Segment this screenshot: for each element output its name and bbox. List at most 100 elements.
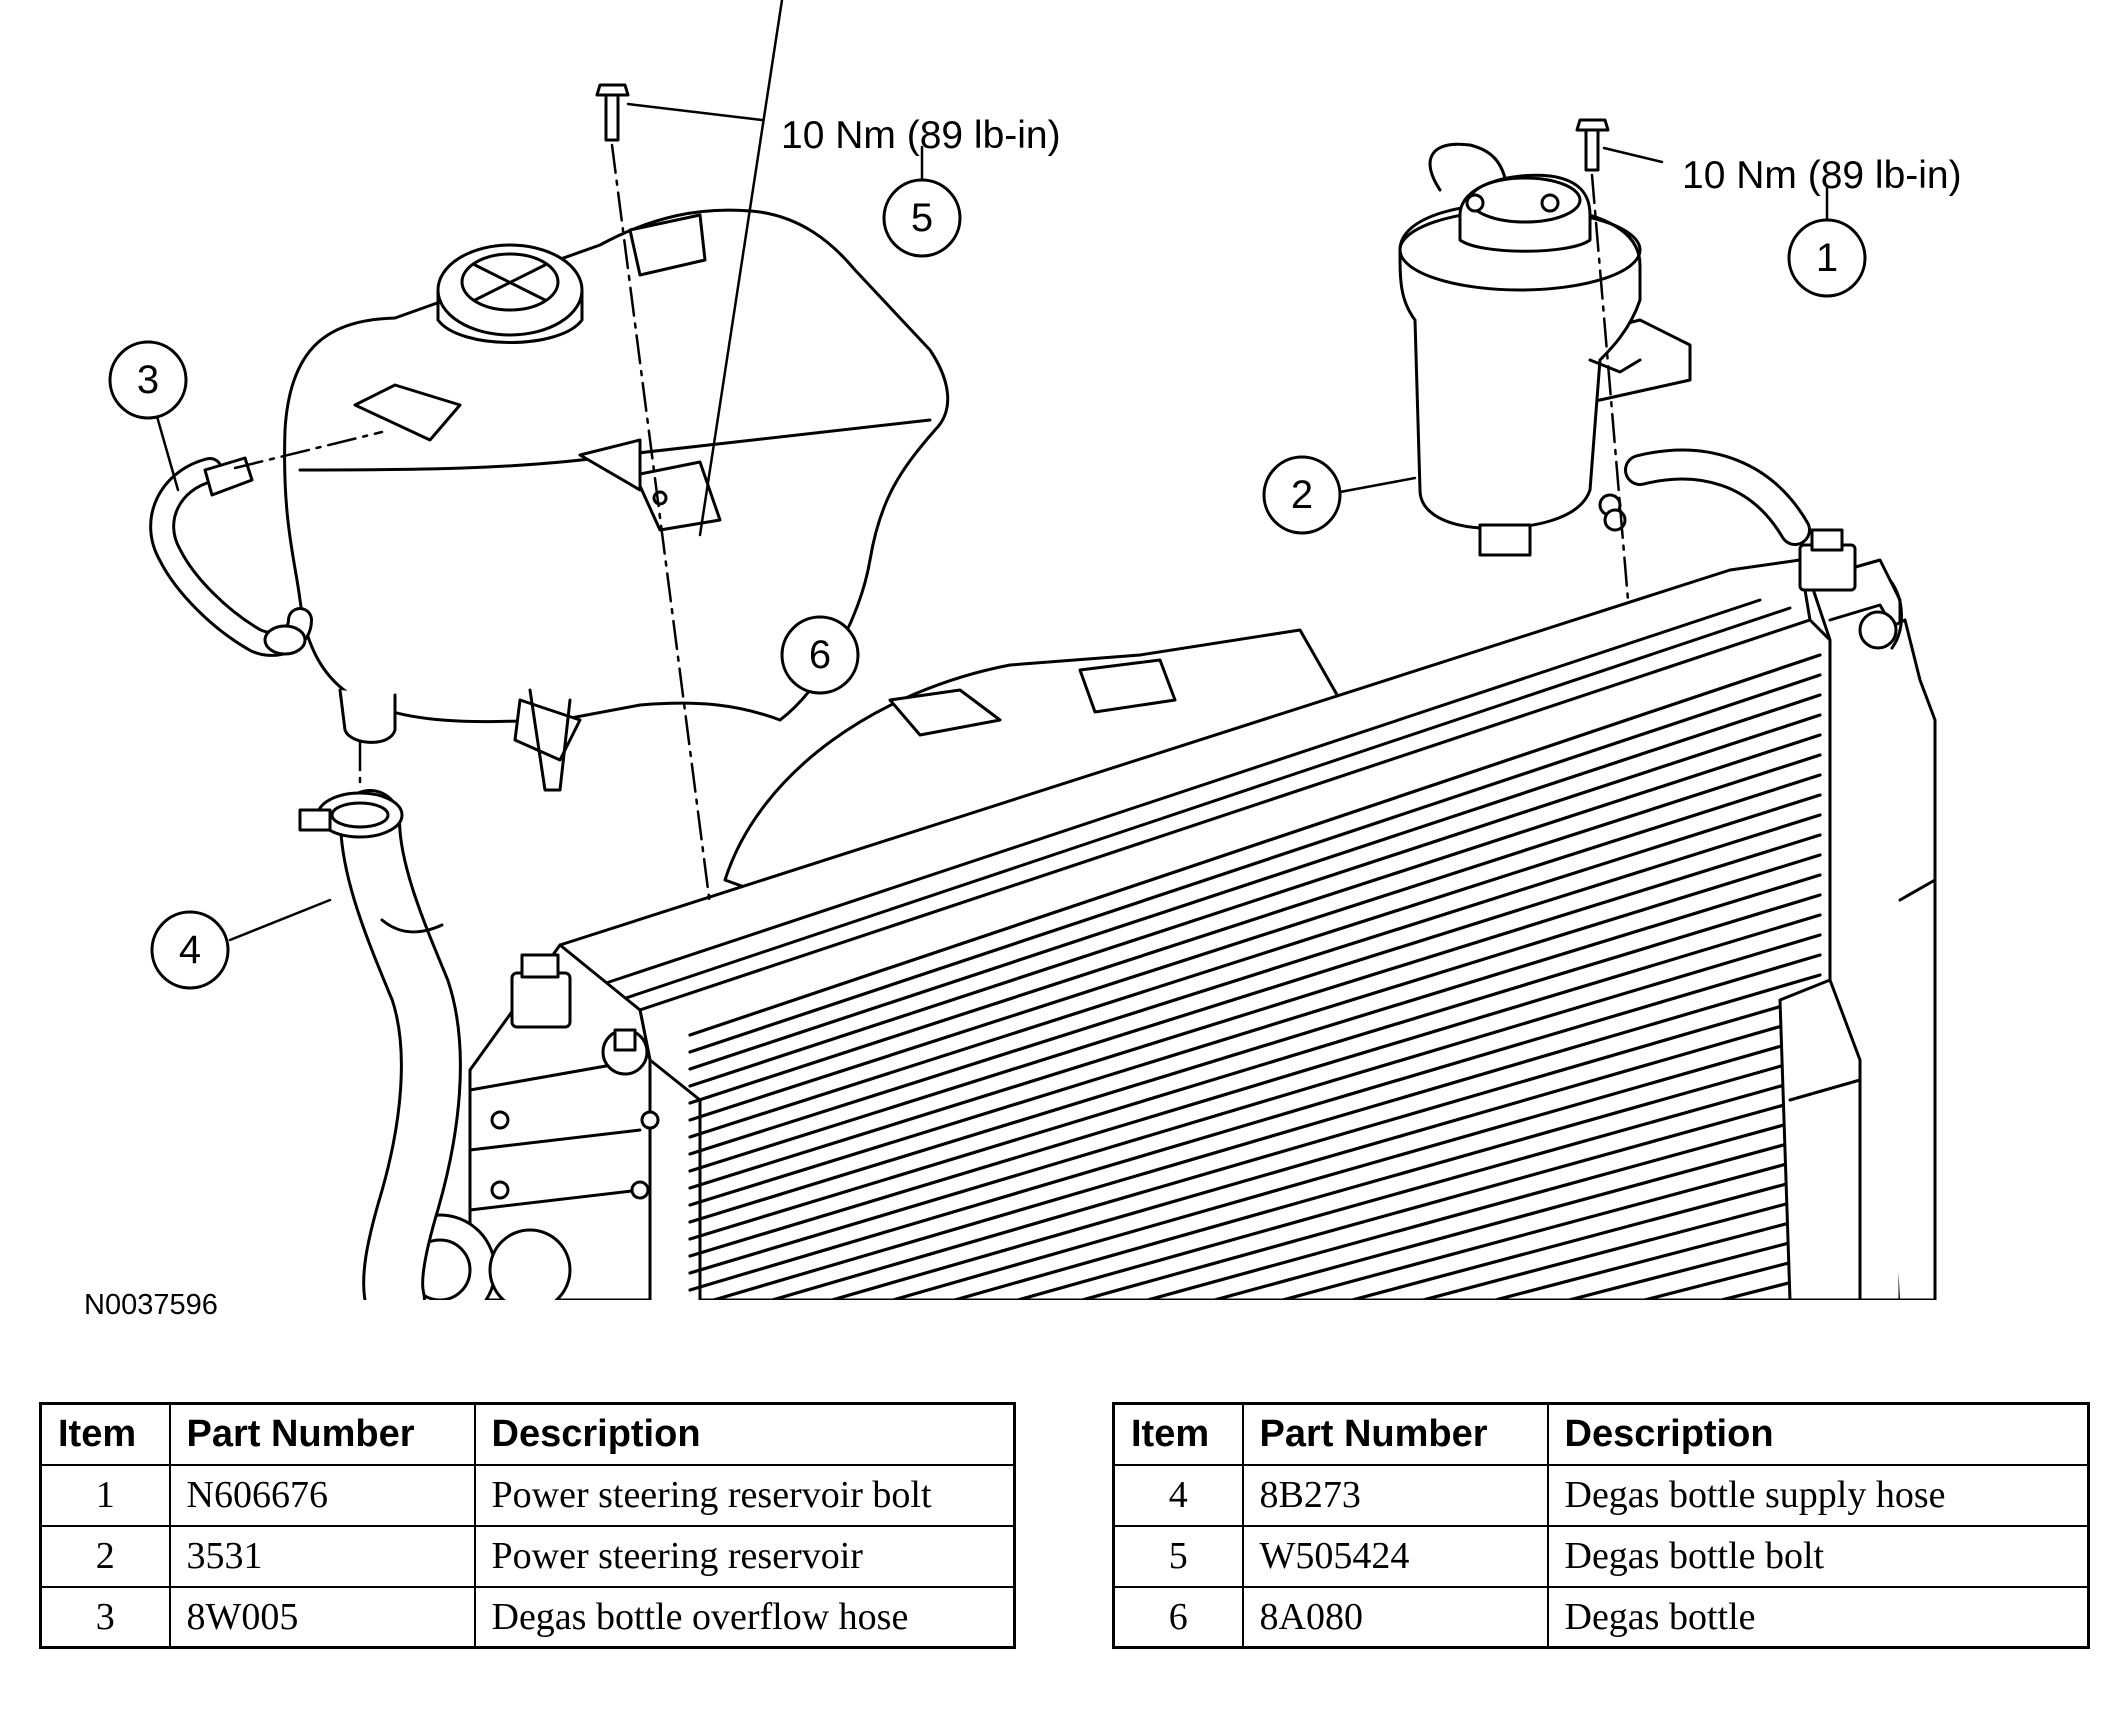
table-row: 4 8B273 Degas bottle supply hose [1112,1463,2090,1527]
header-description: Description [1546,1402,2090,1466]
radiator-fin [1562,1233,1822,1300]
radiator-fin [688,773,1822,1139]
alignment-line-overflow-hose [233,430,384,470]
radiator-fin [688,913,1822,1258]
callout-circle-1 [1787,218,1867,298]
header-item: Item [39,1402,171,1466]
cell-part-number: 8W005 [168,1585,476,1649]
figure-id: N0037596 [84,1289,218,1321]
radiator-fin [826,1013,1822,1300]
callout-number-6: 6 [809,633,831,677]
radiator-fin [1276,1153,1822,1300]
radiator-fins [688,653,1822,1300]
left-sensor-connector [510,971,572,1029]
table-row: 5 W505424 Degas bottle bolt [1112,1524,2090,1588]
radiator-fin [688,753,1822,1122]
radiator-fin [1416,1193,1822,1300]
radiator-fin [887,1033,1822,1300]
cell-item: 2 [39,1524,171,1588]
radiator-fin [766,993,1822,1300]
overflow-hose [149,456,313,657]
leader-line-2 [1338,476,1417,494]
alignment-line-bolt-1 [1590,173,1630,602]
table-header-row: Item Part Number Description [39,1402,1016,1466]
radiator-fin [688,793,1822,1156]
radiator-fin [1489,1213,1822,1300]
radiator-fin [948,1053,1822,1300]
right-sensor-connector [1798,543,1857,592]
header-item: Item [1112,1402,1244,1466]
radiator-fin [1346,1173,1822,1300]
supply-hose [298,789,462,1300]
cell-description: Power steering reservoir [473,1524,1016,1588]
header-part-number: Part Number [168,1402,476,1466]
radiator-fin [688,893,1822,1241]
radiator-fin [688,733,1822,1105]
callout-circle-2 [1262,455,1342,535]
degas-bottle [283,208,950,792]
cell-item: 6 [1112,1585,1244,1649]
callout-number-2: 2 [1291,473,1313,517]
radiator-fin [1208,1133,1822,1300]
leader-line-torque-5 [626,102,764,122]
bolt-item-5 [595,83,630,142]
cell-description: Degas bottle [1546,1585,2090,1649]
header-description: Description [473,1402,1016,1466]
callout-number-1: 1 [1816,236,1838,280]
radiator-fin [688,953,1822,1292]
cell-item: 4 [1112,1463,1244,1527]
cell-part-number: N606676 [168,1463,476,1527]
torque-label-bolt-1: 10 Nm (89 lb-in) [1682,154,1962,197]
callout-circle-5 [882,178,962,258]
degas-bottle-outlet [338,688,397,744]
power-steering-reservoir [1398,142,1811,557]
callout-circle-4 [150,910,230,990]
callout-number-3: 3 [137,358,159,402]
radiator-fin [708,973,1822,1300]
parts-table-left: Item Part Number Description 1 N606676 P… [39,1402,1016,1649]
radiator-fin [688,833,1822,1190]
callout-circle-3 [108,340,188,420]
cell-description: Degas bottle overflow hose [473,1585,1016,1649]
radiator-fin [1076,1093,1822,1300]
cell-part-number: W505424 [1241,1524,1549,1588]
table-row: 3 8W005 Degas bottle overflow hose [39,1585,1016,1649]
cell-item: 3 [39,1585,171,1649]
bolt-item-1 [1575,118,1610,172]
alignment-line-bolt-5 [610,143,712,907]
torque-label-bolt-5: 10 Nm (89 lb-in) [781,114,1061,157]
leader-line-3 [152,404,180,492]
parts-table-right: Item Part Number Description 4 8B273 Deg… [1112,1402,2090,1649]
header-part-number: Part Number [1241,1402,1549,1466]
radiator-fin [688,653,1822,1037]
leader-line-torque-1 [1602,146,1664,164]
radiator-assembly [383,528,1937,1300]
cell-item: 1 [39,1463,171,1527]
fan-shroud [723,628,1342,902]
cell-description: Degas bottle bolt [1546,1524,2090,1588]
cell-item: 5 [1112,1524,1244,1588]
cell-part-number: 3531 [168,1524,476,1588]
table-header-row: Item Part Number Description [1112,1402,2090,1466]
radiator-fin [688,813,1822,1173]
callout-number-5: 5 [911,196,933,240]
table-row: 2 3531 Power steering reservoir [39,1524,1016,1588]
radiator-fin [688,853,1822,1207]
radiator-fin [688,873,1822,1224]
radiator-fin [688,933,1822,1275]
table-row: 1 N606676 Power steering reservoir bolt [39,1463,1016,1527]
callout-circle-6 [780,615,860,695]
radiator-fin [688,673,1822,1054]
table-row: 6 8A080 Degas bottle [1112,1585,2090,1649]
cell-description: Power steering reservoir bolt [473,1463,1016,1527]
radiator-fin [688,713,1822,1088]
radiator-left-tank [468,943,652,1300]
radiator-fin [1141,1113,1822,1300]
radiator-fin [688,693,1822,1071]
callout-number-4: 4 [179,928,201,972]
leader-line-4 [228,898,332,942]
radiator-fin [1012,1073,1822,1300]
leader-line-6 [698,0,784,537]
cell-part-number: 8B273 [1241,1463,1549,1527]
